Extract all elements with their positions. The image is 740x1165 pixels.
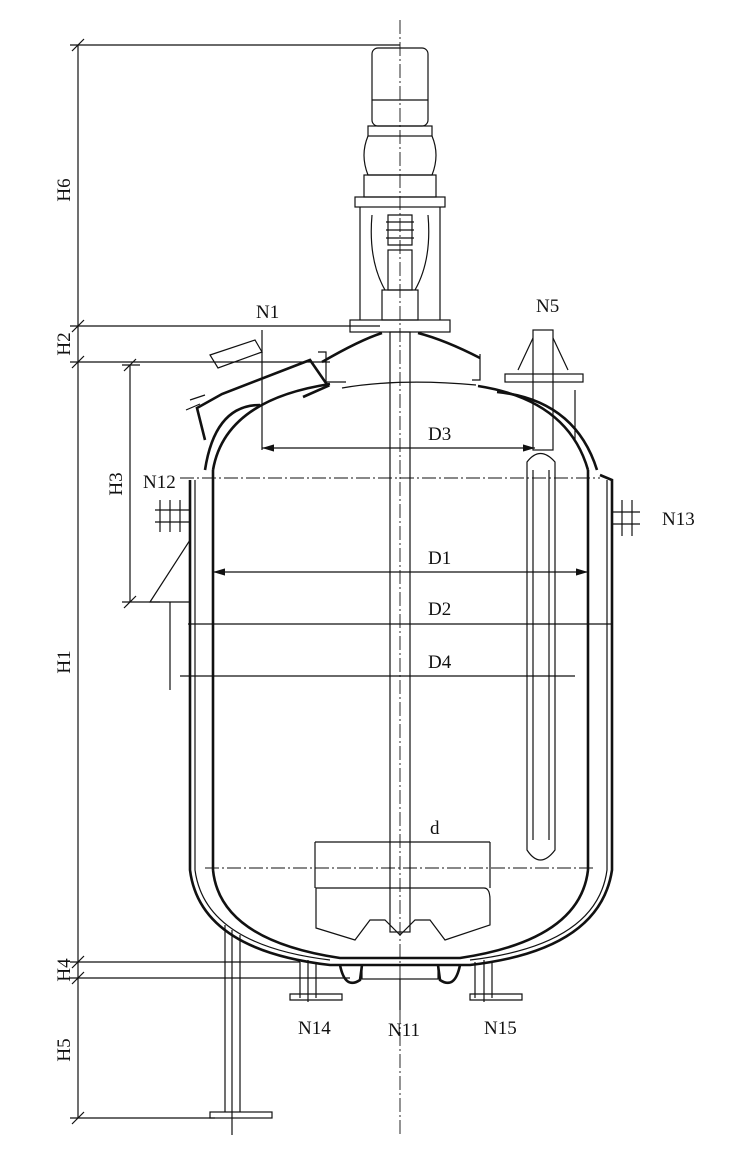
h2-label: H2 bbox=[54, 332, 75, 355]
d2-label: D2 bbox=[428, 599, 451, 620]
n15-label: N15 bbox=[484, 1018, 517, 1039]
n12-label: N12 bbox=[143, 472, 176, 493]
n11-label: N11 bbox=[388, 1020, 420, 1041]
n13-label: N13 bbox=[662, 509, 695, 530]
diameter-dimensions bbox=[180, 444, 612, 869]
d3-label: D3 bbox=[428, 424, 451, 445]
d4-label: D4 bbox=[428, 652, 452, 673]
h5-label: H5 bbox=[54, 1038, 75, 1061]
labels: N1 N5 D3 N12 N13 D1 D2 D4 d N14 N11 N15 bbox=[143, 296, 695, 1041]
support-legs bbox=[209, 925, 273, 1135]
h4-label: H4 bbox=[54, 958, 75, 982]
n1-label: N1 bbox=[256, 302, 279, 323]
agitator-drive bbox=[349, 47, 451, 333]
h6-label: H6 bbox=[54, 178, 75, 201]
impeller-d-label: d bbox=[430, 818, 440, 839]
h1-label: H1 bbox=[54, 650, 75, 673]
n5-label: N5 bbox=[536, 296, 559, 317]
agitator-shaft bbox=[314, 331, 491, 941]
bottom-nozzles bbox=[289, 960, 523, 1010]
vessel-top-head bbox=[203, 331, 599, 471]
h3-label: H3 bbox=[106, 472, 127, 495]
n14-label: N14 bbox=[298, 1018, 331, 1039]
height-dimensions: H6 H2 H1 H3 H4 H5 bbox=[54, 38, 400, 1125]
side-nozzles bbox=[148, 500, 640, 690]
d1-label: D1 bbox=[428, 548, 451, 569]
vessel-shell bbox=[188, 470, 614, 985]
n5-dip-tube bbox=[504, 329, 584, 861]
n1-manhole bbox=[185, 330, 330, 450]
